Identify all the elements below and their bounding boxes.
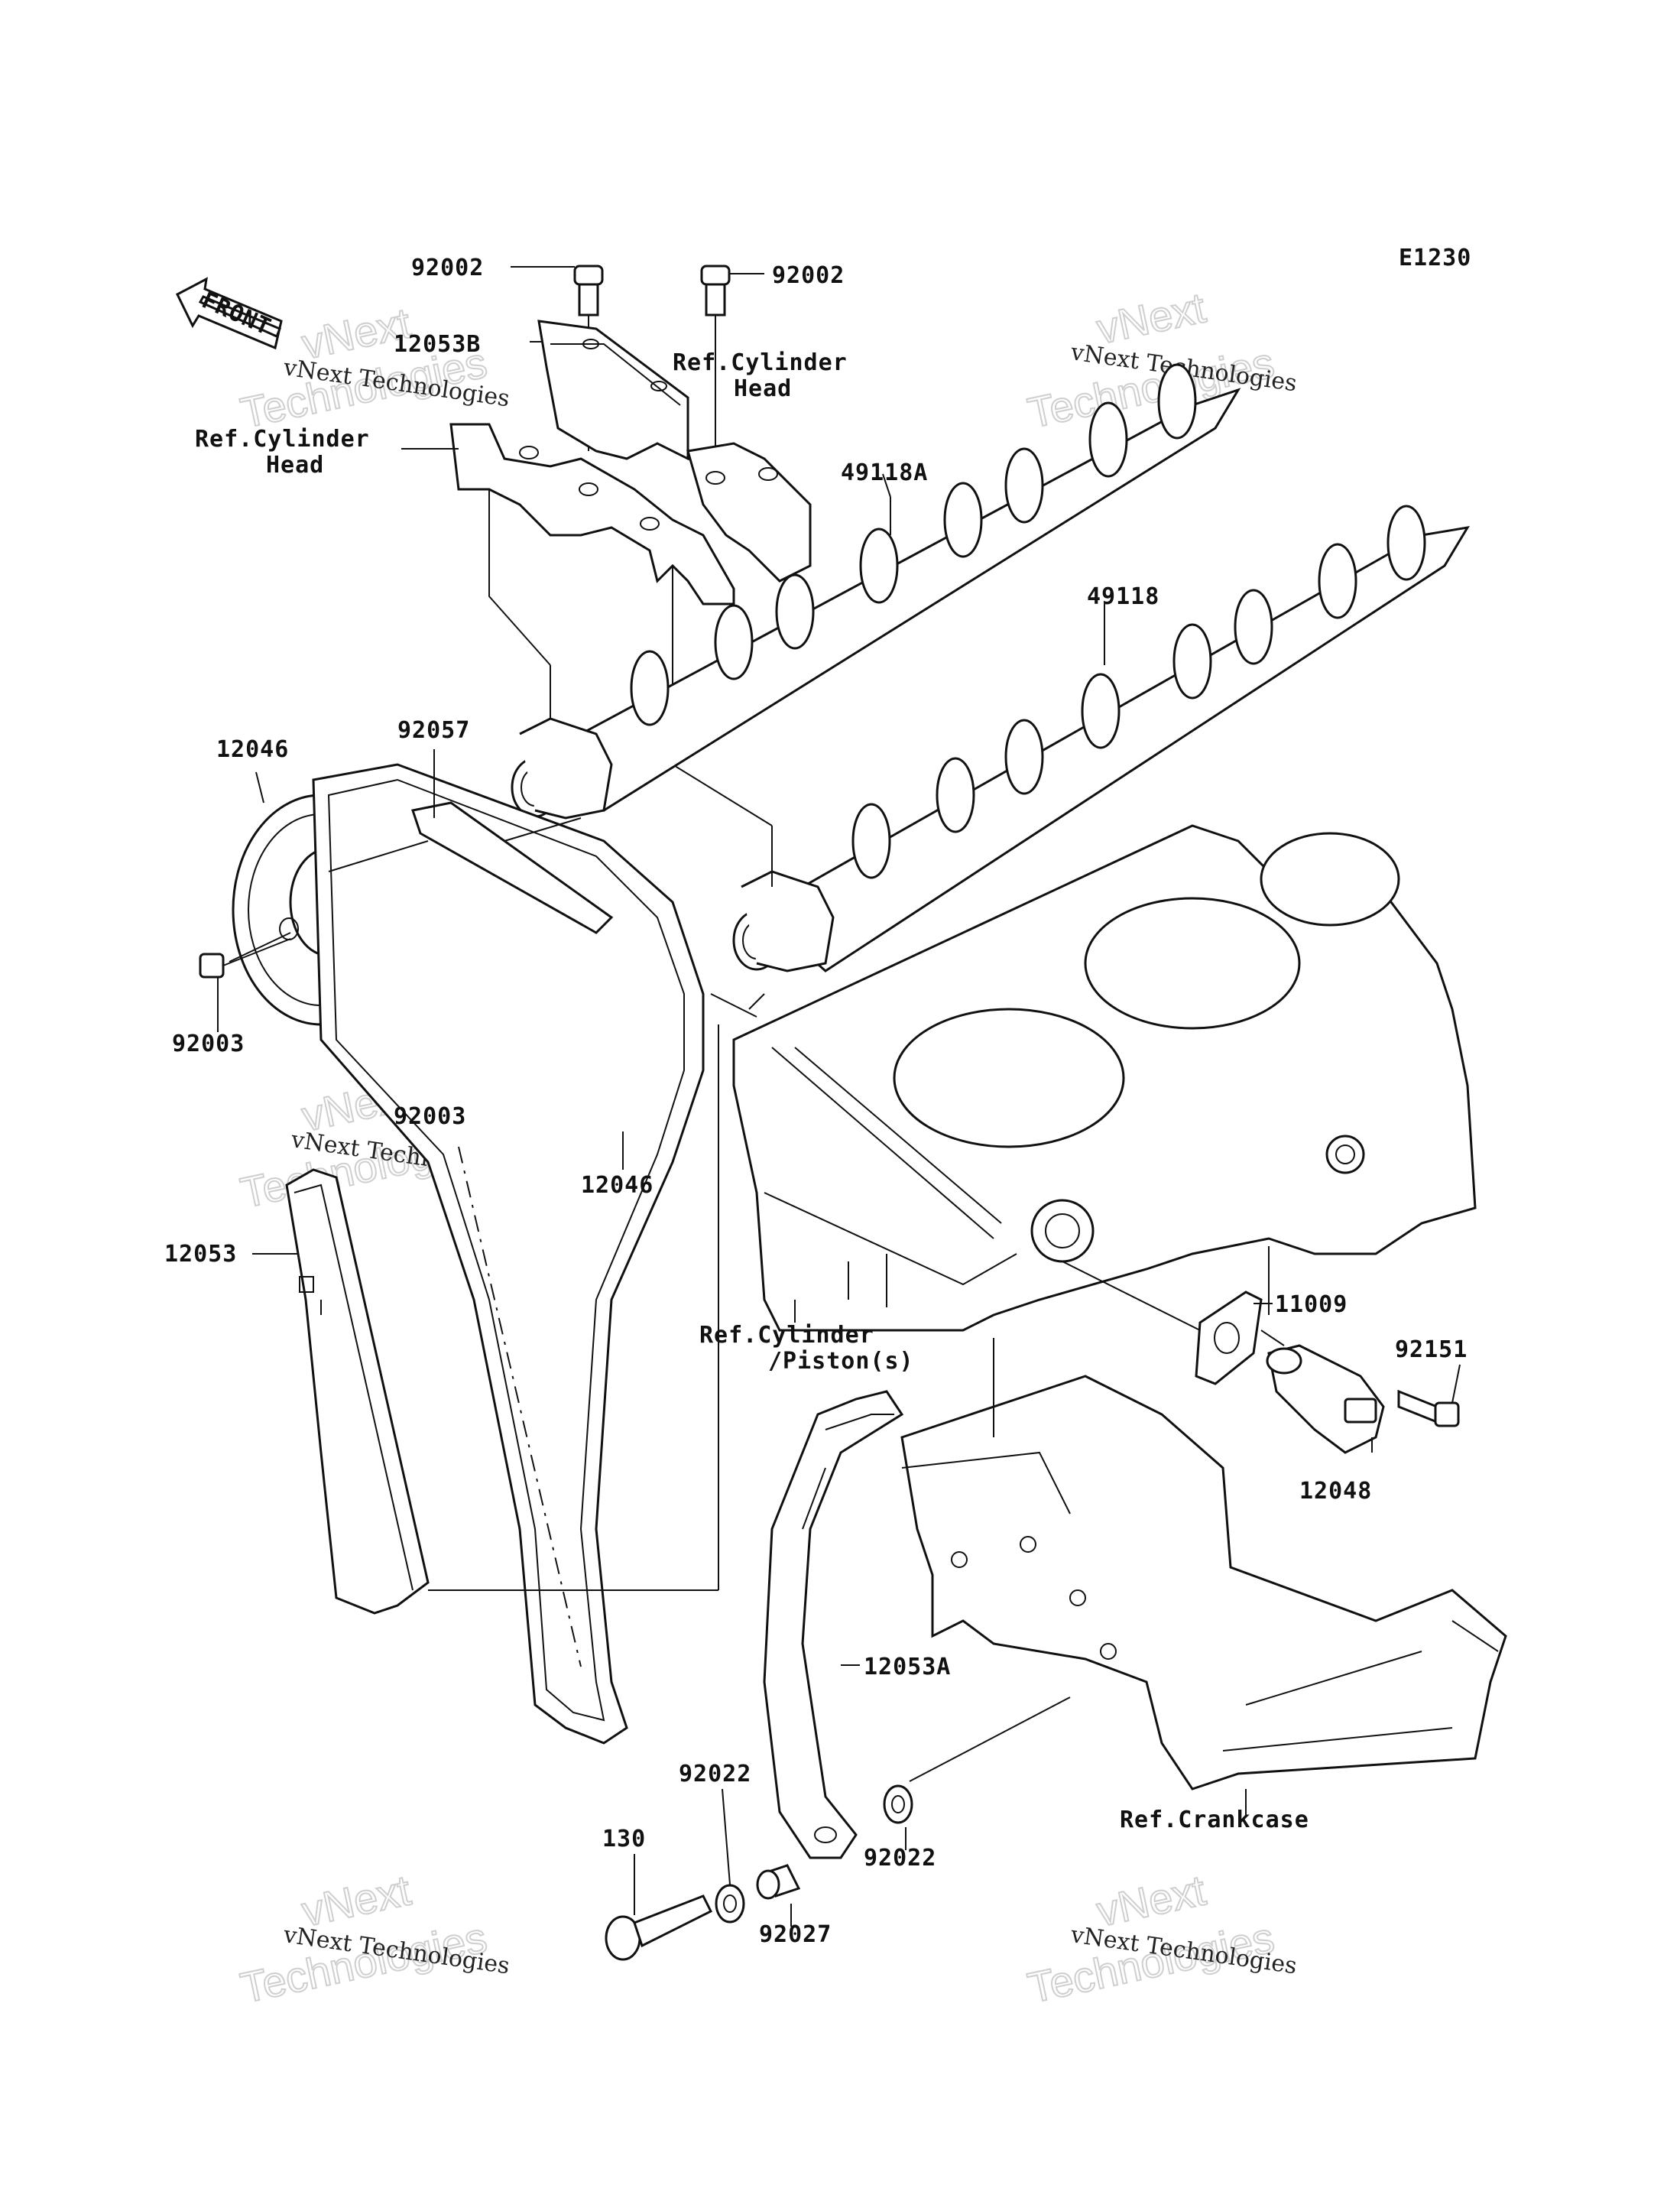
label-12046-bottom: 12046 — [581, 1172, 654, 1199]
label-12046-top: 12046 — [216, 736, 289, 763]
bolt-130 — [605, 1894, 713, 1961]
chain-guide-12053A — [763, 1390, 904, 1859]
washer-92022-left — [715, 1884, 745, 1924]
washer-92022-right — [883, 1784, 913, 1824]
bolt-92003-left — [199, 938, 291, 1017]
label-92003-left: 92003 — [172, 1031, 245, 1057]
label-12048: 12048 — [1299, 1478, 1372, 1505]
label-12053B: 12053B — [394, 331, 481, 358]
camshaft-holder — [449, 423, 812, 826]
label-49118: 49118 — [1087, 583, 1159, 610]
collar-92027 — [756, 1864, 801, 1900]
watermark-text: vNext — [1092, 1865, 1210, 1935]
cam-chain-tensioner-12048 — [1266, 1344, 1385, 1454]
watermark-bottom-right: vNext Technologies vNext Technologies — [1023, 1865, 1298, 2012]
front-arrow-label: FRONT — [198, 287, 275, 341]
label-ref-cylinder-head-b: Ref.Cylinder — [673, 349, 848, 376]
cam-chain-92057 — [312, 763, 705, 1745]
chain-guide-12053B — [537, 320, 689, 461]
leader-lines — [217, 266, 1461, 1927]
label-92057: 92057 — [397, 717, 470, 744]
gasket-11009 — [1195, 1291, 1263, 1385]
label-ref-cylinder-piston-2: /Piston(s) — [768, 1348, 914, 1375]
bolt-92151 — [1397, 1389, 1460, 1427]
label-92022-right: 92022 — [864, 1845, 936, 1872]
camshaft-49118 — [732, 505, 1470, 972]
label-92002-left: 92002 — [411, 255, 484, 281]
label-92003-mid: 92003 — [394, 1103, 466, 1130]
label-49118A: 49118A — [841, 459, 928, 486]
label-11009: 11009 — [1275, 1291, 1348, 1318]
front-arrow-icon: FRONT — [176, 277, 283, 350]
label-92027: 92027 — [759, 1921, 832, 1948]
label-ref-crankcase: Ref.Crankcase — [1120, 1807, 1309, 1833]
label-ref-cylinder-head-a: Ref.Cylinder — [195, 426, 370, 453]
crankcase — [900, 1375, 1507, 1791]
reference-lines — [229, 817, 1285, 1782]
label-92022-left: 92022 — [679, 1761, 751, 1787]
label-92151: 92151 — [1395, 1336, 1468, 1363]
watermark-bottom-left: vNext Technologies vNext Technologies — [235, 1865, 511, 2012]
label-92002-right: 92002 — [772, 262, 845, 289]
label-12053: 12053 — [164, 1241, 237, 1268]
label-130: 130 — [602, 1826, 646, 1852]
chain-guide-12053 — [285, 1168, 430, 1615]
diagram-code: E1230 — [1399, 245, 1471, 271]
label-ref-cylinder-head-b-2: Head — [734, 375, 792, 402]
cylinder-block — [732, 824, 1477, 1332]
label-12053A: 12053A — [864, 1654, 951, 1680]
label-ref-cylinder-piston: Ref.Cylinder — [699, 1322, 874, 1349]
watermark-text: vNext — [1092, 283, 1210, 352]
camshaft-49118A — [511, 363, 1241, 820]
label-ref-cylinder-head-a-2: Head — [266, 452, 324, 479]
